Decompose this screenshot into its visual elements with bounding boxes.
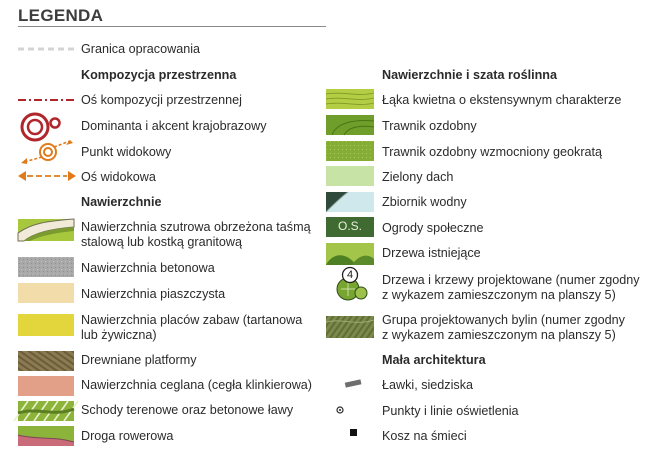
meadow-label: Łąka kwietna o ekstensywnym charakterze bbox=[382, 93, 622, 107]
gravel-label-line2: stalową lub kostką granitową bbox=[81, 235, 243, 249]
boundary-label: Granica opracowania bbox=[81, 42, 201, 56]
community-garden-swatch bbox=[326, 217, 374, 237]
brick-swatch bbox=[18, 376, 74, 396]
sand-label: Nawierzchnia piaszczysta bbox=[81, 287, 226, 301]
view-axis-symbol bbox=[18, 171, 76, 181]
planned-tree-label-line2: z wykazem zamieszczonym na planszy 5) bbox=[382, 288, 616, 302]
concrete-swatch bbox=[18, 257, 74, 277]
meadow-swatch bbox=[325, 89, 375, 109]
existing-tree-label: Drzewa istniejące bbox=[382, 246, 481, 260]
reinforced-lawn-label: Trawnik ozdobny wzmocniony geokratą bbox=[382, 145, 603, 159]
planned-tree-number: 4 bbox=[346, 269, 354, 281]
concrete-label: Nawierzchnia betonowa bbox=[81, 261, 215, 275]
dominant-accent-symbol bbox=[20, 112, 61, 142]
perennial-label-line1: Grupa projektowanych bylin (numer zgodny bbox=[382, 313, 625, 327]
bench-label: Ławki, siedziska bbox=[382, 378, 473, 392]
architecture-heading: Mała architektura bbox=[382, 353, 486, 367]
viewpoint-label: Punkt widokowy bbox=[81, 145, 172, 159]
surfaces-heading: Nawierzchnie bbox=[81, 195, 162, 209]
water-label: Zbiornik wodny bbox=[382, 195, 467, 209]
water-swatch bbox=[325, 191, 374, 213]
bike-path-label: Droga rowerowa bbox=[81, 429, 174, 443]
green-roof-swatch bbox=[326, 166, 374, 186]
dominant-accent-label: Dominanta i akcent krajobrazowy bbox=[81, 119, 267, 133]
planned-tree-symbol bbox=[336, 266, 368, 301]
boundary-line-symbol bbox=[18, 47, 74, 51]
gravel-swatch bbox=[17, 218, 75, 242]
stairs-label: Schody terenowe oraz betonowe ławy bbox=[81, 403, 294, 417]
lawn-swatch bbox=[326, 115, 375, 136]
composition-heading: Kompozycja przestrzenna bbox=[81, 68, 237, 82]
community-garden-code: O.S. bbox=[337, 219, 362, 233]
existing-tree-swatch bbox=[326, 243, 374, 265]
lighting-point-icon bbox=[336, 406, 344, 414]
green-roof-label: Zielony dach bbox=[382, 170, 454, 184]
lawn-label: Trawnik ozdobny bbox=[382, 119, 477, 133]
reinforced-lawn-swatch bbox=[326, 141, 374, 161]
legend-title: LEGENDA bbox=[18, 6, 104, 25]
bench-icon bbox=[344, 379, 362, 388]
perennial-group-swatch bbox=[325, 316, 375, 338]
bike-path-swatch bbox=[17, 426, 75, 446]
title-underline bbox=[18, 26, 326, 27]
community-garden-label: Ogrody społeczne bbox=[382, 221, 484, 235]
vegetation-heading: Nawierzchnie i szata roślinna bbox=[382, 68, 557, 82]
wood-platform-swatch bbox=[18, 351, 74, 371]
sand-swatch bbox=[18, 283, 74, 303]
composition-axis-label: Oś kompozycji przestrzennej bbox=[81, 93, 242, 107]
stairs-swatch bbox=[13, 400, 79, 422]
playground-label-line2: lub żywiczna) bbox=[81, 328, 157, 342]
viewpoint-symbol bbox=[21, 140, 73, 164]
perennial-label-line2: z wykazem zamieszczonym na planszy 5) bbox=[382, 328, 616, 342]
brick-label: Nawierzchnia ceglana (cegła klinkierowa) bbox=[81, 378, 312, 392]
trash-bin-label: Kosz na śmieci bbox=[382, 429, 467, 443]
playground-swatch bbox=[18, 314, 74, 336]
view-axis-label: Oś widokowa bbox=[81, 170, 156, 184]
playground-label-line1: Nawierzchnia placów zabaw (tartanowa bbox=[81, 313, 303, 327]
gravel-label-line1: Nawierzchnia szutrowa obrzeżona taśmą bbox=[81, 220, 311, 234]
lighting-label: Punkty i linie oświetlenia bbox=[382, 404, 519, 418]
planned-tree-label-line1: Drzewa i krzewy projektowane (numer zgod… bbox=[382, 273, 640, 287]
wood-platform-label: Drewniane platformy bbox=[81, 353, 197, 367]
composition-axis-symbol bbox=[18, 99, 74, 101]
trash-bin-icon bbox=[350, 429, 357, 436]
